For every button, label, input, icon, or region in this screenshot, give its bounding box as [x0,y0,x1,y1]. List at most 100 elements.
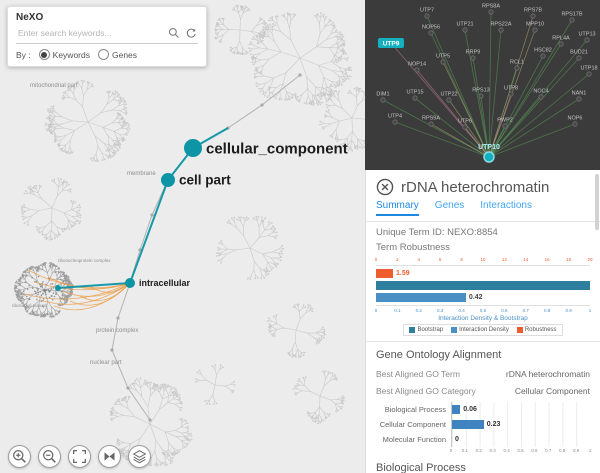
term-label-small[interactable]: ribonucleoprotein complex [58,258,111,263]
radio-keywords[interactable]: Keywords [38,49,90,60]
tab-genes[interactable]: Genes [434,200,465,211]
robustness-bar [376,269,393,278]
term-label-small[interactable]: mitochondrial part [30,83,78,89]
gene-label: RCL1 [510,60,524,66]
unique-term-id: Unique Term ID: NEXO:8854 [376,227,498,238]
gene-node[interactable] [424,13,430,19]
gene-node[interactable] [478,93,484,99]
gene-node[interactable] [440,59,446,65]
term-label-small[interactable]: protein complex [96,328,138,334]
gene-node[interactable] [483,151,495,163]
gene-node[interactable] [498,27,504,33]
tab-summary[interactable]: Summary [376,200,419,216]
gene-node[interactable] [446,97,452,103]
gene-label: UTP15 [406,90,423,96]
legend-item: Robustness [516,327,557,333]
gene-node[interactable] [428,121,434,127]
axis-tick: 0.3 [437,308,444,313]
axis-tick: 18 [566,257,572,262]
zoom-out-button[interactable] [38,445,61,468]
radio-genes-label: Genes [111,49,138,60]
detail-scrollbar[interactable] [595,174,599,230]
legend-item: Interaction Density [451,327,509,333]
gene-label: NOP14 [408,62,426,68]
gene-node[interactable] [378,38,404,48]
axis-tick: 0 [374,308,378,313]
close-icon[interactable] [376,178,394,196]
gene-node[interactable] [470,55,476,61]
go-category-label: Best Aligned GO Category [376,385,476,396]
tab-interactions[interactable]: Interactions [480,200,532,211]
gene-node[interactable] [576,96,582,102]
gene-node[interactable] [488,9,494,15]
gene-node[interactable] [508,91,514,97]
gene-label: UTP4 [388,114,402,120]
gene-node[interactable] [514,65,520,71]
gene-label: HSC82 [534,48,552,54]
term-title: rDNA heterochromatin [401,178,550,196]
axis-tick: 14 [523,257,529,262]
gene-label: NOC4 [533,89,548,95]
gene-node[interactable] [576,55,582,61]
go-term-label: Best Aligned GO Term [376,368,460,379]
term-label-small[interactable]: nuclear part [90,360,122,366]
axis-tick: 0.2 [475,448,482,453]
gene-node[interactable] [530,13,536,19]
radio-keywords-control[interactable] [38,49,50,60]
gene-node[interactable] [380,97,386,103]
gene-node[interactable] [412,95,418,101]
gene-node[interactable] [558,41,564,47]
reset-icon[interactable] [184,26,198,40]
term-label-small[interactable]: membrane [127,171,156,177]
gene-label: UTP21 [456,22,473,28]
layers-button[interactable] [128,445,151,468]
term-robustness-label: Term Robustness [376,242,450,253]
axis-tick: 0.3 [489,448,496,453]
alignment-value: 0.23 [486,421,501,428]
gene-label: RPS13 [472,88,489,94]
gene-label: PWP2 [497,118,513,124]
axis-tick: 0.4 [458,308,465,313]
axis-tick: 1 [588,308,592,313]
term-label[interactable]: cellular_component [206,140,348,157]
search-input[interactable] [16,27,164,39]
gene-node[interactable] [414,67,420,73]
alignment-value: 0.06 [463,406,477,413]
term-label-small[interactable]: ribosomal subunit [12,303,48,308]
gene-node[interactable] [532,27,538,33]
gene-node[interactable] [538,94,544,100]
fit-to-screen-button[interactable] [68,445,91,468]
gene-node[interactable] [462,27,468,33]
axis-tick: 0.5 [479,308,487,313]
gene-node[interactable] [572,121,578,127]
gene-node[interactable] [502,123,508,129]
search-icon[interactable] [167,26,181,40]
gene-label: BUD21 [570,50,588,56]
gene-node[interactable] [392,119,398,125]
axis-tick: 2 [396,257,399,262]
term-label[interactable]: cell part [179,173,231,188]
gene-node[interactable] [584,37,590,43]
term-label[interactable]: intracellular [139,278,191,288]
gene-node[interactable] [586,71,592,77]
radio-genes[interactable]: Genes [97,49,138,60]
gene-node[interactable] [462,124,468,130]
gene-node[interactable] [428,30,434,36]
radio-genes-control[interactable] [97,49,109,60]
axis-tick: 20 [587,257,593,262]
collapse-button[interactable] [98,445,121,468]
gene-node[interactable] [569,17,575,23]
zoom-in-button[interactable] [8,445,31,468]
axis-tick: 1 [588,448,592,453]
gene-label: UTP13 [578,32,595,38]
gene-node[interactable] [540,53,546,59]
